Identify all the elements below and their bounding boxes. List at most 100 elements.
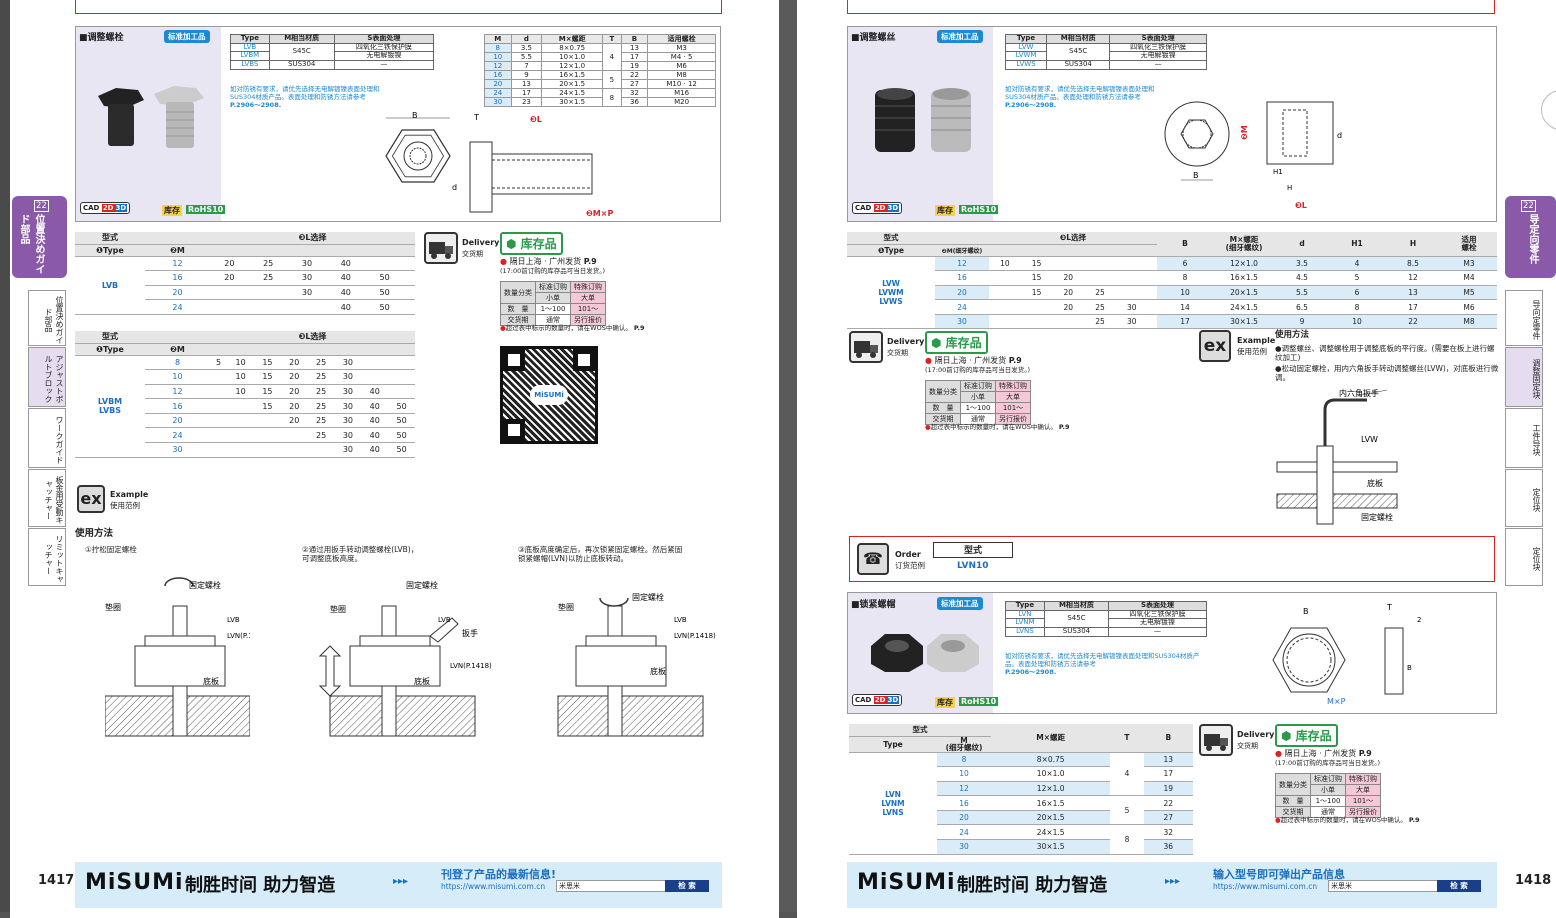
right-side-tab-3[interactable]: 工件导块 <box>1505 408 1543 468</box>
stock-item-badge: ⬢ 库存品 <box>500 232 563 255</box>
lvb-standard-badge: 标准加工品 <box>164 30 210 43</box>
footer-search-input[interactable]: 米思米 <box>1328 880 1438 892</box>
lvb-product-box <box>75 26 721 222</box>
footer-promo: 输入型号即可弹出产品信息 <box>1213 868 1345 881</box>
lvb-rust-note: 如对防锈有要求，请优先选择无电解镀镍表面处理和SUS304材质产品。表面处理和防… <box>230 85 380 109</box>
svg-text:LVN(P.1418): LVN(P.1418) <box>227 632 250 640</box>
svg-text:B: B <box>412 111 418 120</box>
left-gutter <box>0 0 10 918</box>
svg-text:LVN(P.1418): LVN(P.1418) <box>450 662 492 670</box>
svg-text:垫圈: 垫圈 <box>105 602 121 612</box>
footer-url[interactable]: https://www.misumi.com.cn <box>1213 882 1318 891</box>
side-tab-4[interactable]: 板金用受動キャッチャー <box>28 469 66 527</box>
svg-text:垫圈: 垫圈 <box>330 604 346 614</box>
right-footer-banner: MiSUMi 制胜时间 助力智造 ▸▸▸ 输入型号即可弹出产品信息 https:… <box>847 862 1497 908</box>
truck-icon <box>424 232 458 264</box>
svg-text:底板: 底板 <box>650 666 666 676</box>
step-2: ②通过用扳手转动调整螺栓(LVB)， 可调整底板高度。 <box>302 545 419 563</box>
svg-text:❷M×P: ❷M×P <box>586 209 613 218</box>
lvn-product-photo <box>871 634 979 672</box>
lvb-technical-drawing: B T ❸L d ❷M×P <box>385 111 613 218</box>
svg-text:固定螺栓: 固定螺栓 <box>406 580 438 590</box>
lvb-photo-panel <box>76 27 221 221</box>
svg-text:H: H <box>1287 184 1292 192</box>
svg-text:LVB: LVB <box>227 616 240 624</box>
truck-icon <box>849 331 883 363</box>
lvw-product-box <box>847 26 1497 222</box>
svg-text:扳手: 扳手 <box>462 628 478 638</box>
right-side-tab-2[interactable]: 调整固定块 <box>1505 347 1543 407</box>
misumi-logo: MiSUMi <box>85 870 184 895</box>
top-red-frame <box>75 0 722 14</box>
right-side-tab-1[interactable]: 导向定零件 <box>1505 290 1543 346</box>
footer-url[interactable]: https://www.misumi.com.cn <box>441 882 546 891</box>
page-scroll-handle[interactable] <box>1541 90 1556 130</box>
usage-figure-1: 固定螺栓 垫圈 LVB LVN(P.1418) 底板 <box>105 577 250 737</box>
right-side-index-tab[interactable]: 22 导定向零件 <box>1505 196 1556 278</box>
right-side-tab-4[interactable]: 定位块 <box>1505 469 1543 527</box>
side-index-label: 位置決めガイド部品 <box>18 214 44 274</box>
svg-text:固定螺栓: 固定螺栓 <box>189 580 221 590</box>
example-icon-right: ex <box>1199 330 1231 362</box>
lvw-table: 型式 ❸L选择 B M×螺距 (细牙螺纹) d H1 H 适用 螺栓 ❶Type… <box>847 232 1497 330</box>
svg-text:LVB: LVB <box>674 616 687 624</box>
step-3: ③底板高度确定后，再次锁紧固定螺栓。然后紧固 锁紧螺帽(LVN)以防止底板转动。 <box>518 545 683 563</box>
svg-text:垫圈: 垫圈 <box>558 602 574 612</box>
svg-text:d: d <box>1337 131 1342 140</box>
qr-logo: MiSUMi <box>530 385 568 405</box>
page-number-left: 1417 <box>38 873 75 888</box>
svg-text:底板: 底板 <box>203 676 219 686</box>
svg-text:底板: 底板 <box>1367 478 1383 488</box>
side-tab-1[interactable]: 位置決めガイド部品 <box>28 290 66 346</box>
page-number-right: 1418 <box>1515 873 1552 888</box>
svg-text:固定螺栓: 固定螺栓 <box>632 592 664 602</box>
side-index-tab[interactable]: 22 位置決めガイド部品 <box>12 196 67 278</box>
svg-text:B: B <box>1407 664 1412 672</box>
step-1: ①拧松固定螺栓 <box>85 545 137 554</box>
center-gutter <box>779 0 797 918</box>
right-page: 22 导定向零件 导向定零件 调整固定块 工件导块 定位块 定位块 ■调整螺丝 … <box>797 0 1556 918</box>
lvw-product-photo <box>875 88 971 152</box>
svg-text:❷M: ❷M <box>1240 125 1249 140</box>
side-tab-3[interactable]: ワークガイド <box>28 408 66 468</box>
footer-promo: 刊登了产品的最新信息! <box>441 868 557 881</box>
svg-text:固定螺栓: 固定螺栓 <box>1361 512 1393 522</box>
qr-code-icon[interactable]: MiSUMi <box>500 346 598 444</box>
svg-text:T: T <box>473 113 479 122</box>
order-type-header: 型式 <box>933 542 1013 558</box>
svg-text:LVB: LVB <box>438 616 451 624</box>
truck-icon <box>1199 724 1233 756</box>
footer-search-button[interactable]: 检 索 <box>665 880 709 892</box>
lvn-technical-drawing: B M×P T 2 B <box>1272 603 1421 706</box>
left-page: 22 位置決めガイド部品 位置決めガイド部品 アジャストボルトブロック ワークガ… <box>10 0 779 918</box>
left-footer-banner: MiSUMi 制胜时间 助力智造 ▸▸▸ 刊登了产品的最新信息! https:/… <box>75 862 722 908</box>
lvw-technical-drawing: B ❷M d H1 H ❸L <box>1164 101 1342 210</box>
side-tab-5[interactable]: リミットキャッチャー <box>28 528 66 586</box>
svg-text:d: d <box>452 183 457 192</box>
footer-search-button[interactable]: 检 索 <box>1437 880 1481 892</box>
example-icon: ex <box>77 485 105 513</box>
stock-badge: 库存 <box>162 205 182 216</box>
right-side-tab-5[interactable]: 定位块 <box>1505 528 1543 586</box>
svg-text:2: 2 <box>1417 616 1421 624</box>
svg-text:内六角扳手: 内六角扳手 <box>1339 388 1379 398</box>
svg-text:LVW: LVW <box>1361 435 1378 444</box>
svg-text:M×P: M×P <box>1327 697 1346 706</box>
footer-search-input[interactable]: 米思米 <box>556 880 666 892</box>
usage-figure-right: 内六角扳手 LVW 底板 固定螺栓 <box>1276 388 1398 525</box>
side-tab-2[interactable]: アジャストボルトブロック <box>28 347 66 407</box>
order-example-box <box>849 536 1495 582</box>
